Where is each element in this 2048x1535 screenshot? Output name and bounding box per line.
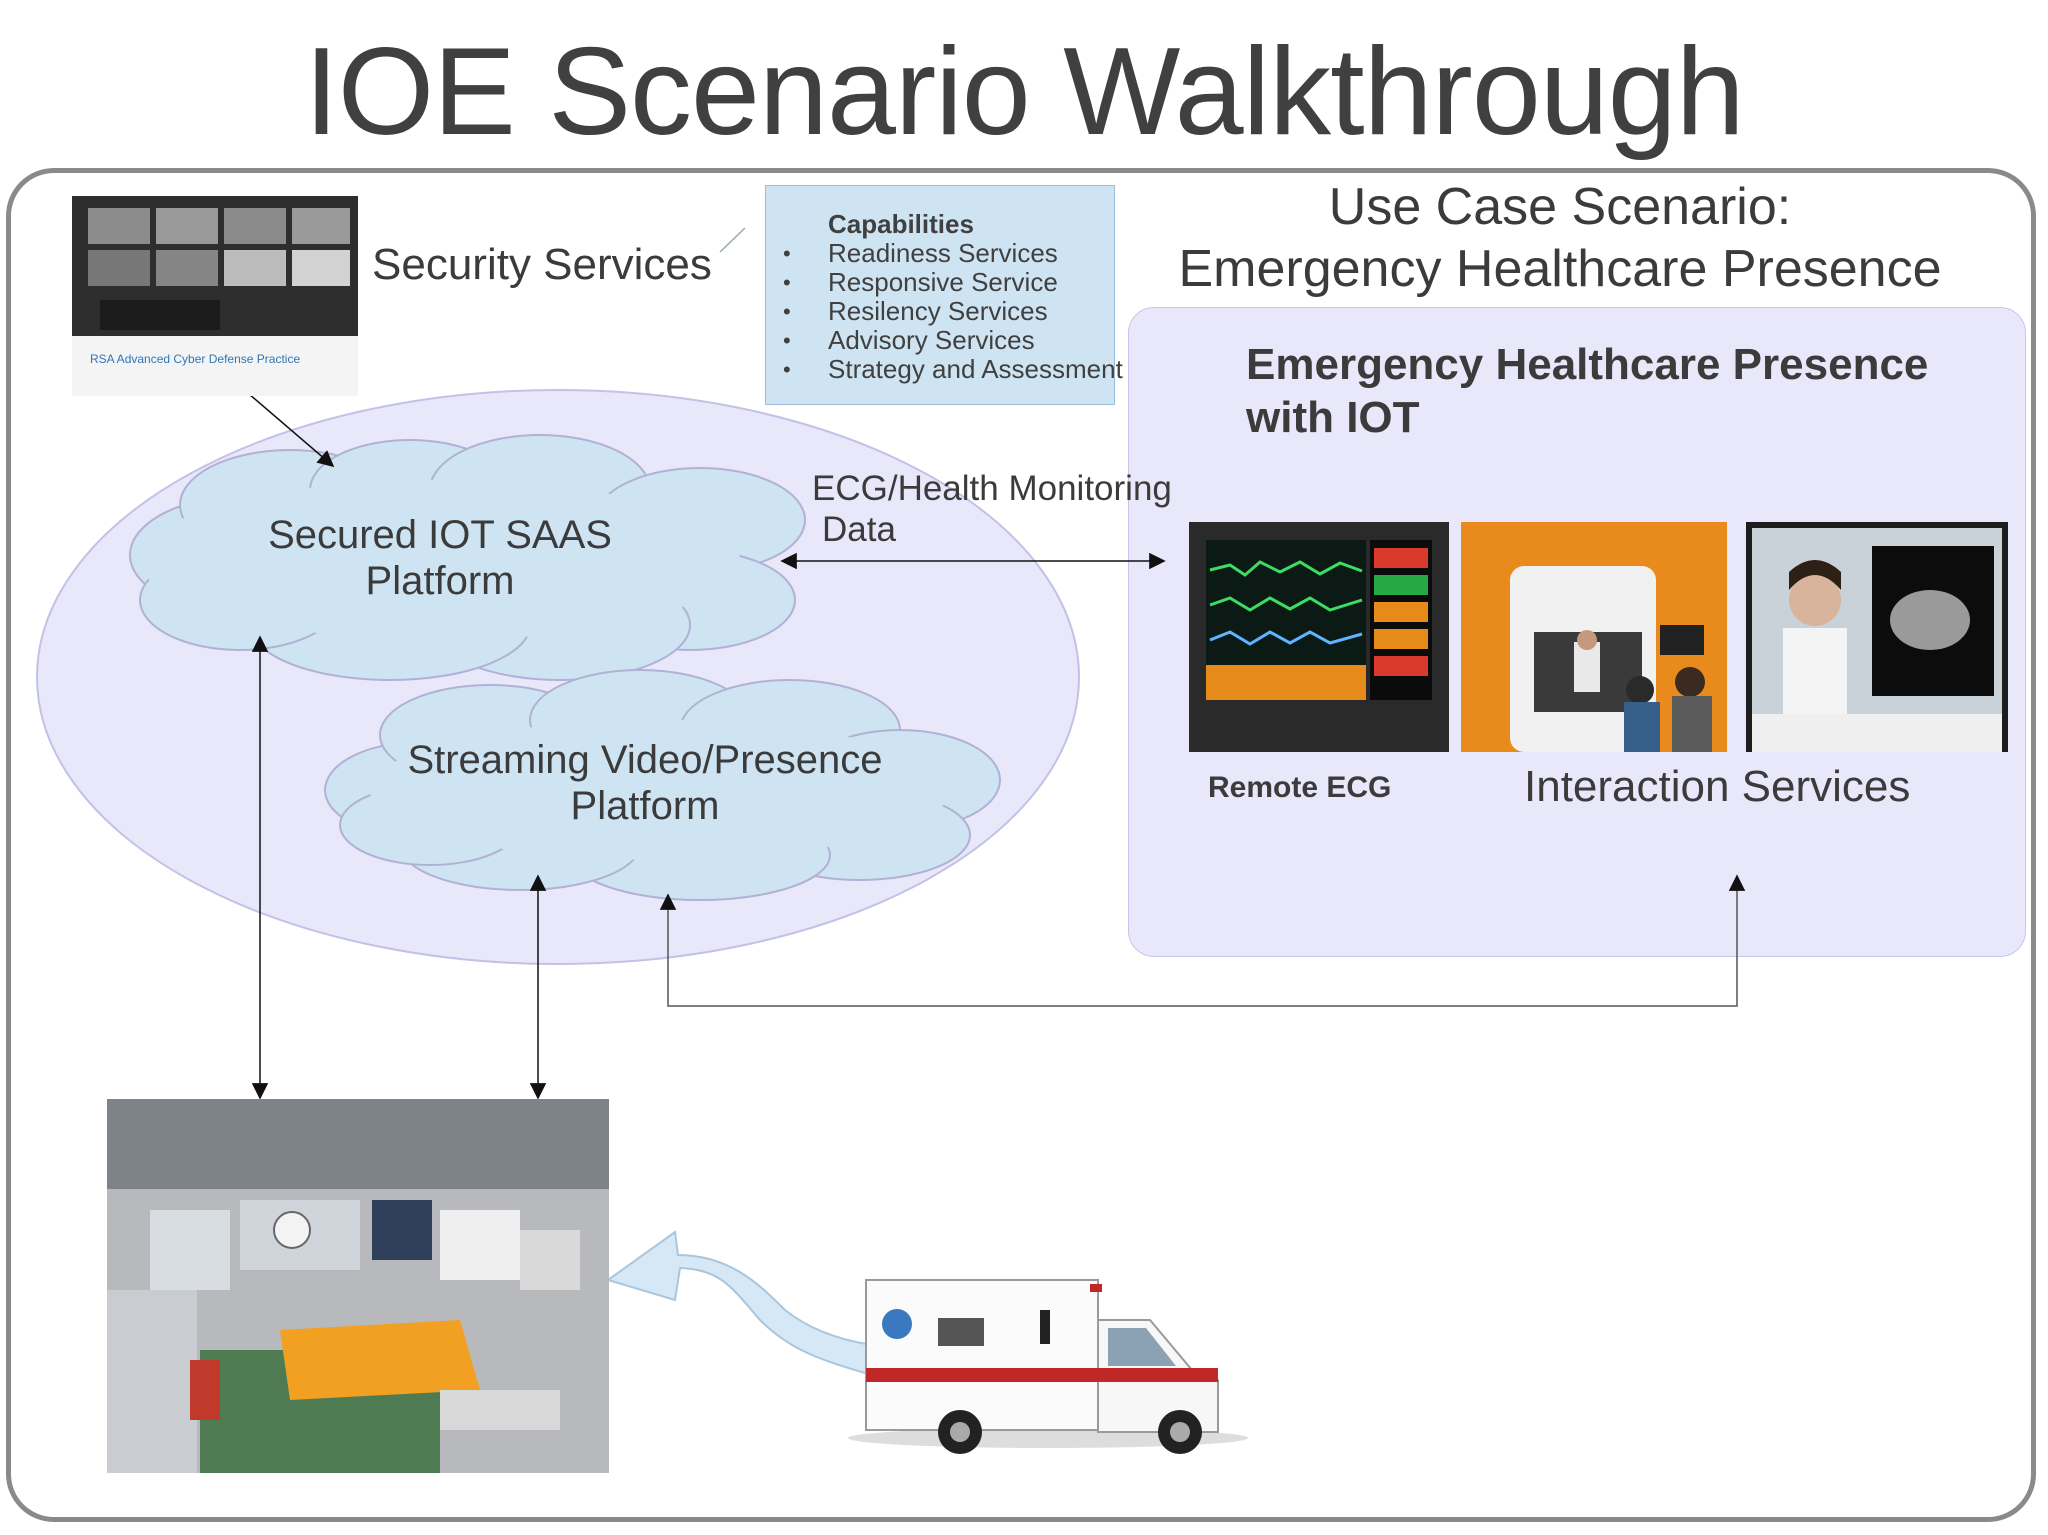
saas-platform-label-line2: Platform (365, 559, 515, 603)
ambulance-vehicle-image (848, 1279, 1248, 1454)
saas-platform-label: Secured IOT SAAS Platform (240, 512, 640, 604)
video-platform-label: Streaming Video/Presence Platform (385, 737, 905, 829)
capability-item: Strategy and Assessment (783, 355, 1123, 385)
security-services-label: Security Services (372, 240, 712, 289)
wireless-link-arrow (605, 1230, 873, 1377)
healthpresence-kiosk-image (1461, 522, 1727, 752)
use-case-heading-line2: Emergency Healthcare Presence (1178, 240, 1942, 298)
remote-ecg-image (1189, 522, 1449, 752)
ambulance-interior-image (107, 1099, 609, 1473)
interaction-to-video-arrow (659, 874, 1746, 1007)
panel-title: Emergency Healthcare Presence with IOT (1246, 338, 1928, 444)
capabilities-list: Readiness Services Responsive Service Re… (783, 239, 1123, 385)
video-platform-label-line1: Streaming Video/Presence (407, 738, 883, 782)
panel-title-line1: Emergency Healthcare Presence (1246, 340, 1929, 389)
panel-title-line2: with IOT (1246, 393, 1420, 442)
ecg-data-label-line1: ECG/Health Monitoring (812, 469, 1172, 508)
saas-platform-label-line1: Secured IOT SAAS (268, 513, 612, 557)
capability-item: Advisory Services (783, 326, 1123, 356)
remote-ecg-label: Remote ECG (1208, 771, 1392, 804)
ecg-data-label: ECG/Health Monitoring Data (812, 468, 1172, 550)
capabilities-box: Capabilities Readiness Services Responsi… (765, 185, 1123, 405)
rsa-caption: RSA Advanced Cyber Defense Practice (90, 352, 301, 366)
rsa-cyber-defense-image (72, 196, 358, 396)
capability-item: Resilency Services (783, 297, 1123, 327)
capability-item: Readiness Services (783, 239, 1123, 269)
page-title: IOE Scenario Walkthrough (304, 23, 1744, 161)
use-case-heading: Use Case Scenario: Emergency Healthcare … (1150, 176, 1970, 300)
ecg-data-label-line2: Data (822, 510, 896, 549)
capabilities-title: Capabilities (828, 209, 974, 239)
doctor-video-image (1746, 522, 2008, 752)
diagram-frame (6, 168, 2036, 1522)
capability-item: Responsive Service (783, 268, 1123, 298)
interaction-services-label: Interaction Services (1524, 762, 1911, 811)
use-case-heading-line1: Use Case Scenario: (1328, 178, 1792, 236)
video-platform-label-line2: Platform (570, 784, 720, 828)
capabilities-connector (719, 227, 746, 253)
